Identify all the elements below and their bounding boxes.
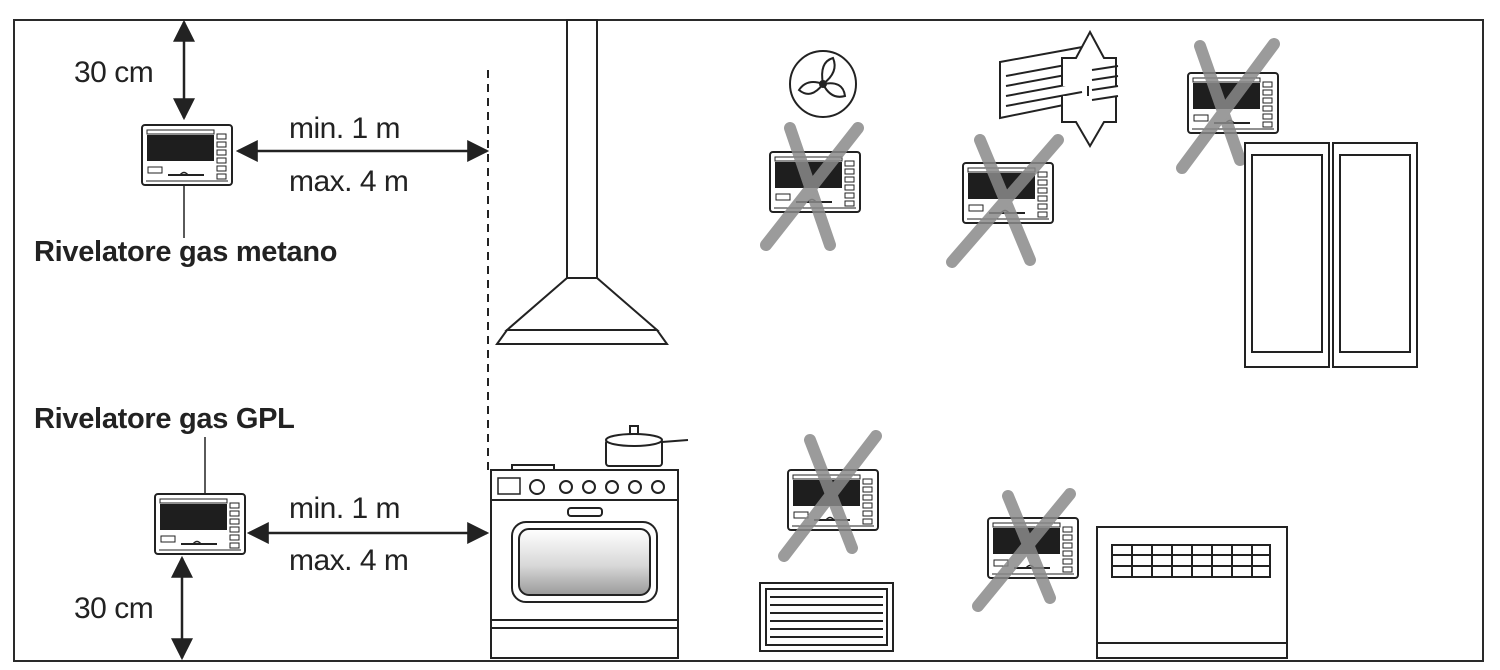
cooking-pot-icon — [605, 425, 689, 467]
cross-mark-icon — [760, 122, 864, 251]
wardrobe-icon — [1244, 142, 1418, 368]
gas-detector-icon — [141, 124, 233, 186]
bottom-clearance-label: 30 cm — [74, 592, 154, 625]
cooker-hood-icon — [495, 19, 669, 345]
cross-mark-icon — [778, 430, 882, 562]
bottom-min-distance-label: min. 1 m — [289, 492, 401, 525]
cross-mark-icon — [972, 488, 1076, 612]
lpg-detector-label: Rivelatore gas GPL — [34, 403, 295, 435]
radiator-icon — [759, 582, 894, 652]
methane-detector-label: Rivelatore gas metano — [34, 236, 338, 268]
top-min-distance-label: min. 1 m — [289, 112, 401, 145]
bottom-max-distance-label: max. 4 m — [289, 544, 409, 577]
room-frame — [13, 19, 1484, 662]
air-conditioner-icon — [999, 29, 1119, 148]
top-clearance-label: 30 cm — [74, 56, 154, 89]
cross-mark-icon — [1176, 38, 1280, 174]
cross-mark-icon — [946, 134, 1064, 268]
fan-icon — [789, 50, 857, 118]
gas-detector-icon — [154, 493, 246, 555]
top-max-distance-label: max. 4 m — [289, 165, 409, 198]
stove-icon — [490, 464, 679, 659]
electric-heater-icon — [1096, 526, 1288, 659]
